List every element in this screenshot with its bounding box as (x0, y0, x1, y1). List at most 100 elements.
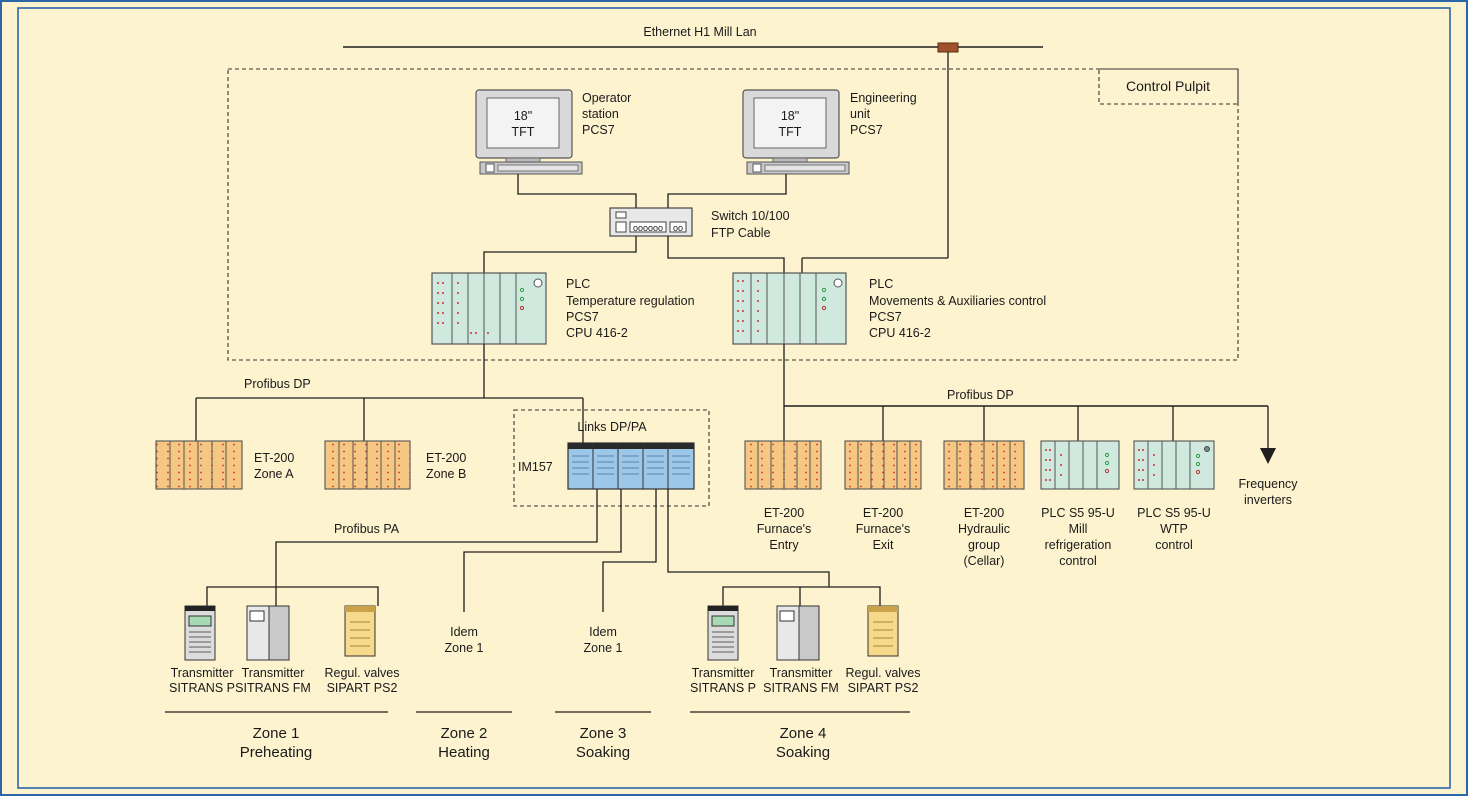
zone4-label-1: Zone 4 (780, 725, 827, 742)
plc-move-label-3: PCS7 (869, 310, 902, 324)
z1-t3-label-1: Regul. valves (324, 666, 399, 680)
plc-temp-label-2: Temperature regulation (566, 294, 695, 308)
plc-move-label-1: PLC (869, 277, 893, 291)
zone4-transmitter-p (707, 605, 739, 661)
hydraulic-label-1: ET-200 (964, 506, 1004, 520)
hydraulic-label-3: group (968, 538, 1000, 552)
z1-t1-label-1: Transmitter (171, 666, 234, 680)
switch-label-2: FTP Cable (711, 226, 771, 240)
zone2-label-1: Zone 2 (441, 725, 488, 742)
operator-screen-l1: 18" (514, 109, 532, 123)
mill-label-2: Mill (1069, 522, 1088, 536)
ethernet-switch: oooooo oo (609, 207, 693, 237)
zone1-transmitter-p (184, 605, 216, 661)
z4-t2-label-2: SITRANS FM (763, 681, 839, 695)
links-dp-pa-boundary (513, 409, 710, 507)
z4-t3-label-1: Regul. valves (845, 666, 920, 680)
z1-t1-label-2: SITRANS P (169, 681, 235, 695)
operator-label-3: PCS7 (582, 123, 615, 137)
plc-move-label-2: Movements & Auxiliaries control (869, 294, 1046, 308)
wtp-label-2: WTP (1160, 522, 1188, 536)
exit-label-3: Exit (873, 538, 894, 552)
mill-label-4: control (1059, 554, 1097, 568)
zone1-field-bus (206, 586, 379, 606)
hydraulic-label-2: Hydraulic (958, 522, 1010, 536)
et200-zone-b-label-1: ET-200 (426, 451, 466, 465)
z1-t2-label-2: SITRANS FM (235, 681, 311, 695)
et200-furnace-entry-rack (744, 440, 822, 490)
engineering-to-switch-cable (667, 174, 787, 208)
engineering-label-3: PCS7 (850, 123, 883, 137)
pa-zone2-line (463, 489, 622, 612)
entry-label-3: Entry (769, 538, 799, 552)
zone4-label-2: Soaking (776, 744, 830, 761)
z4-t3-label-2: SIPART PS2 (848, 681, 919, 695)
exit-label-2: Furnace's (856, 522, 911, 536)
plc-move-label-4: CPU 416-2 (869, 326, 931, 340)
engineering-screen-l1: 18" (781, 109, 799, 123)
switch-to-plc-temp-cable (483, 236, 637, 273)
zone2-label-2: Heating (438, 744, 490, 761)
engineering-station-monitor (742, 89, 850, 175)
exit-label-1: ET-200 (863, 506, 903, 520)
zone4-field-bus (722, 586, 881, 606)
plc-temp-label-3: PCS7 (566, 310, 599, 324)
inverters-label-1: Frequency (1238, 477, 1298, 491)
inner-frame (17, 7, 1451, 789)
plc-s5-mill-rack (1040, 440, 1120, 490)
zone3-label-1: Zone 3 (580, 725, 627, 742)
im157-label: IM157 (518, 460, 553, 474)
z4-t1-label-2: SITRANS P (690, 681, 756, 695)
et200-zone-b-label-2: Zone B (426, 467, 466, 481)
control-pulpit-label: Control Pulpit (1126, 78, 1210, 94)
et200-furnace-exit-rack (844, 440, 922, 490)
mill-label-1: PLC S5 95-U (1041, 506, 1115, 520)
idem-z3-label-2: Zone 1 (584, 641, 623, 655)
svg-text:oooooo: oooooo (633, 223, 663, 233)
et200-hydraulic-rack (943, 440, 1025, 490)
plc-temperature-rack (431, 272, 547, 345)
idem-z3-label-1: Idem (589, 625, 617, 639)
inverters-label-2: inverters (1244, 493, 1292, 507)
operator-label-2: station (582, 107, 619, 121)
entry-label-1: ET-200 (764, 506, 804, 520)
engineering-label-1: Engineering (850, 91, 917, 105)
profibus-dp-left-label: Profibus DP (244, 377, 311, 391)
operator-label-1: Operator (582, 91, 631, 105)
z1-t3-label-2: SIPART PS2 (327, 681, 398, 695)
ethernet-label: Ethernet H1 Mill Lan (643, 25, 756, 39)
profibus-dp-right-label: Profibus DP (947, 388, 1014, 402)
engineering-label-2: unit (850, 107, 871, 121)
plc-temp-label-4: CPU 416-2 (566, 326, 628, 340)
zone4-regul-valve (867, 605, 899, 657)
links-dp-pa-label: Links DP/PA (577, 420, 647, 434)
z4-t1-label-1: Transmitter (692, 666, 755, 680)
zone1-label-1: Zone 1 (253, 725, 300, 742)
frequency-inverters-arrow (1260, 448, 1276, 464)
profibus-pa-label: Profibus PA (334, 522, 400, 536)
im157-module-rack (567, 442, 695, 490)
switch-to-plc-move-cable (667, 236, 785, 273)
control-pulpit-tag (1098, 68, 1239, 105)
plc-movements-rack (732, 272, 847, 345)
zone1-regul-valve (344, 605, 376, 657)
switch-label-1: Switch 10/100 (711, 209, 790, 223)
zone4-transmitter-fm (776, 605, 820, 661)
z4-t2-label-1: Transmitter (770, 666, 833, 680)
operator-station-monitor (475, 89, 583, 175)
idem-z2-label-1: Idem (450, 625, 478, 639)
svg-text:oo: oo (673, 223, 683, 233)
control-pulpit-boundary (227, 68, 1239, 361)
et200-zone-a-label-2: Zone A (254, 467, 294, 481)
plc-temp-label-1: PLC (566, 277, 590, 291)
pa-zone1-line (275, 489, 598, 587)
zone1-transmitter-fm (246, 605, 290, 661)
z1-t2-label-1: Transmitter (242, 666, 305, 680)
et200-zone-a-label-1: ET-200 (254, 451, 294, 465)
pa-zone4-line (667, 489, 830, 587)
zone1-label-2: Preheating (240, 744, 313, 761)
ethernet-tap (937, 42, 959, 53)
zone3-label-2: Soaking (576, 744, 630, 761)
wtp-label-3: control (1155, 538, 1193, 552)
